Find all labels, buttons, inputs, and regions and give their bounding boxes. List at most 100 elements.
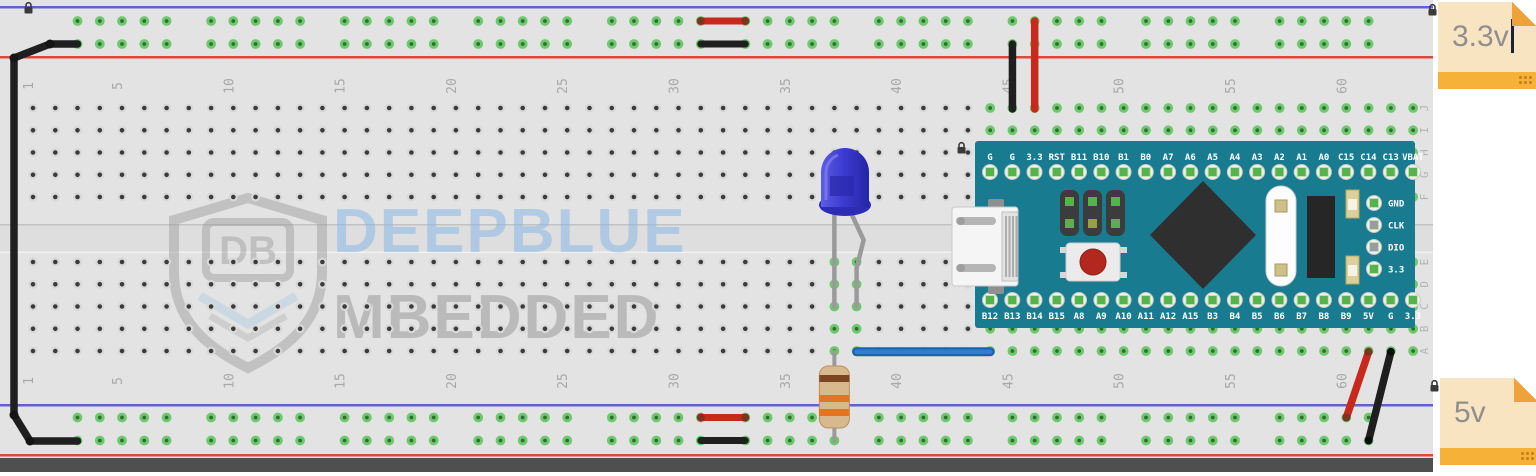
breadboard-hole[interactable] [139, 148, 149, 158]
breadboard-hole-connected[interactable] [117, 39, 127, 49]
breadboard-hole[interactable] [718, 125, 728, 135]
breadboard-hole[interactable] [874, 324, 884, 334]
breadboard-hole-connected[interactable] [517, 435, 528, 446]
breadboard-hole-connected[interactable] [896, 39, 906, 49]
breadboard-hole[interactable] [607, 170, 617, 180]
breadboard-hole-connected[interactable] [362, 435, 372, 446]
note-resize-grip[interactable] [1518, 75, 1532, 86]
breadboard-hole-connected[interactable] [228, 16, 239, 26]
breadboard-hole-connected[interactable] [1052, 346, 1062, 356]
breadboard-hole[interactable] [117, 192, 127, 202]
breadboard-hole-connected[interactable] [1274, 103, 1285, 113]
breadboard-hole[interactable] [696, 148, 706, 158]
breadboard-hole[interactable] [896, 257, 906, 267]
breadboard-hole[interactable] [295, 279, 305, 289]
breadboard-hole[interactable] [496, 192, 506, 202]
breadboard-hole-connected[interactable] [206, 39, 217, 49]
breadboard-hole[interactable] [228, 192, 238, 202]
breadboard-hole[interactable] [518, 148, 528, 158]
breadboard-hole-connected[interactable] [295, 435, 306, 446]
breadboard-hole[interactable] [406, 125, 416, 135]
mcu-pin-hole[interactable] [1341, 295, 1352, 305]
breadboard-hole[interactable] [28, 279, 38, 289]
breadboard-hole-connected[interactable] [384, 412, 395, 423]
breadboard-hole[interactable] [162, 257, 172, 267]
breadboard-hole[interactable] [72, 103, 82, 113]
breadboard-hole[interactable] [206, 257, 216, 267]
breadboard-hole[interactable] [362, 192, 372, 202]
mcu-pin-hole[interactable] [1096, 167, 1107, 177]
breadboard-hole-connected[interactable] [784, 39, 795, 49]
breadboard-hole-connected[interactable] [1230, 346, 1240, 356]
breadboard-hole[interactable] [340, 103, 350, 113]
breadboard-hole[interactable] [72, 148, 82, 158]
breadboard-hole[interactable] [451, 103, 461, 113]
breadboard-hole-connected[interactable] [1274, 412, 1285, 423]
breadboard-hole[interactable] [429, 257, 439, 267]
breadboard-hole[interactable] [139, 257, 149, 267]
breadboard-hole[interactable] [340, 125, 350, 135]
breadboard-hole[interactable] [429, 192, 439, 202]
breadboard-hole[interactable] [429, 125, 439, 135]
breadboard-hole[interactable] [807, 192, 817, 202]
breadboard-hole[interactable] [295, 148, 305, 158]
breadboard-hole-connected[interactable] [1029, 346, 1040, 356]
breadboard-hole[interactable] [629, 170, 639, 180]
mcu-pin-hole[interactable] [1229, 167, 1240, 177]
breadboard-hole[interactable] [429, 148, 439, 158]
breadboard-hole-connected[interactable] [807, 16, 817, 26]
breadboard-hole[interactable] [963, 192, 973, 202]
mcu-pin-hole[interactable] [1074, 295, 1085, 305]
breadboard-hole[interactable] [607, 257, 617, 267]
breadboard-hole-connected[interactable] [540, 16, 550, 26]
breadboard-hole-connected[interactable] [1096, 412, 1107, 423]
breadboard-hole-connected[interactable] [495, 16, 506, 26]
mcu-pin-hole[interactable] [1140, 167, 1151, 177]
wire-end[interactable] [1342, 413, 1351, 422]
breadboard-hole[interactable] [785, 324, 795, 334]
breadboard-hole[interactable] [28, 192, 38, 202]
breadboard-hole[interactable] [72, 125, 82, 135]
breadboard-hole[interactable] [362, 257, 372, 267]
mcu-pin-hole[interactable] [1118, 295, 1129, 305]
breadboard-hole[interactable] [696, 192, 706, 202]
breadboard-hole[interactable] [896, 170, 906, 180]
breadboard-hole-connected[interactable] [1052, 103, 1062, 113]
breadboard-hole[interactable] [696, 170, 706, 180]
breadboard-hole-connected[interactable] [784, 412, 795, 423]
breadboard-hole-connected[interactable] [1141, 346, 1151, 356]
breadboard-hole[interactable] [540, 302, 550, 312]
wire-end[interactable] [741, 17, 750, 25]
breadboard-hole[interactable] [696, 346, 706, 356]
breadboard-hole[interactable] [718, 279, 728, 289]
boot-jumper-pin[interactable] [1065, 197, 1074, 206]
regulator-ic[interactable] [1307, 196, 1335, 278]
breadboard-hole[interactable] [228, 257, 238, 267]
breadboard-hole-connected[interactable] [1074, 125, 1085, 136]
breadboard-hole[interactable] [273, 302, 283, 312]
breadboard-hole-connected[interactable] [874, 435, 884, 446]
breadboard-hole[interactable] [206, 103, 216, 113]
breadboard-hole[interactable] [740, 324, 750, 334]
breadboard-hole[interactable] [228, 125, 238, 135]
breadboard-hole[interactable] [429, 170, 439, 180]
breadboard-hole[interactable] [918, 148, 928, 158]
breadboard-hole[interactable] [584, 324, 594, 334]
breadboard-hole-connected[interactable] [1141, 412, 1151, 423]
breadboard-hole-connected[interactable] [495, 435, 506, 446]
breadboard-hole[interactable] [384, 148, 394, 158]
breadboard-hole[interactable] [562, 192, 572, 202]
breadboard-hole-connected[interactable] [1207, 39, 1218, 49]
breadboard-hole[interactable] [607, 302, 617, 312]
breadboard-hole[interactable] [763, 125, 773, 135]
breadboard-hole-connected[interactable] [651, 435, 662, 446]
breadboard-hole-connected[interactable] [762, 435, 773, 446]
breadboard-hole-connected[interactable] [1319, 346, 1329, 356]
breadboard-hole[interactable] [785, 125, 795, 135]
breadboard-hole[interactable] [763, 192, 773, 202]
breadboard-hole-connected[interactable] [673, 39, 684, 49]
breadboard-hole[interactable] [763, 257, 773, 267]
breadboard-hole-connected[interactable] [1230, 412, 1240, 423]
mcu-pin-hole[interactable] [985, 295, 995, 305]
breadboard-hole[interactable] [162, 324, 172, 334]
